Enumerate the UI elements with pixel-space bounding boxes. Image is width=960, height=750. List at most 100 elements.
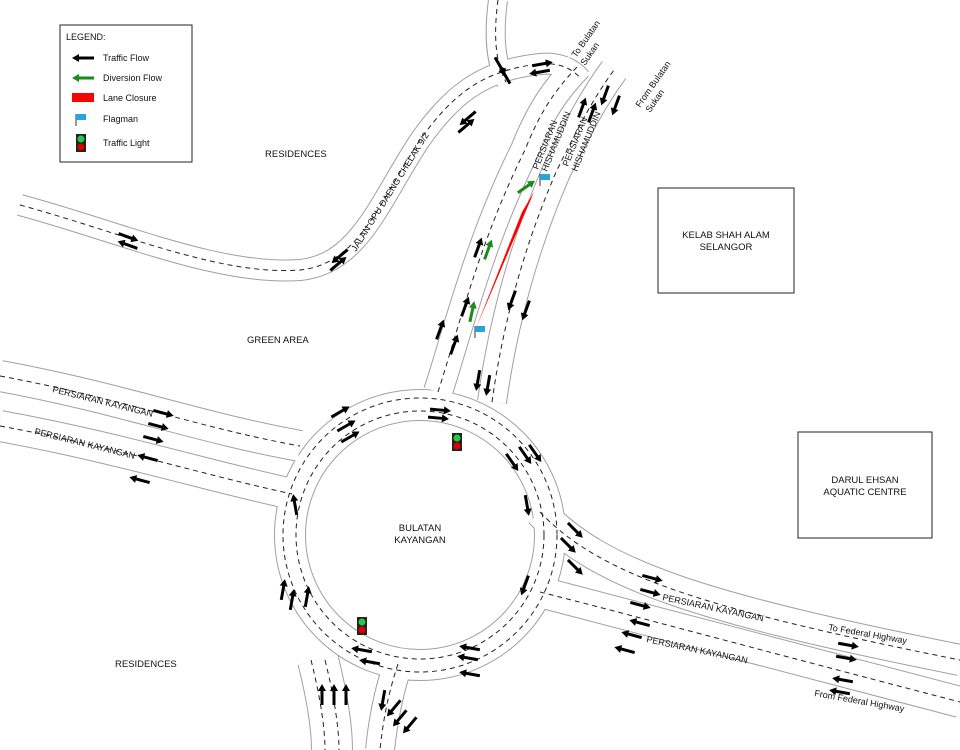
traffic-flow-arrow-icon xyxy=(147,421,169,431)
legend-traffic-flow: Traffic Flow xyxy=(103,53,150,63)
red-closure-icon xyxy=(72,93,94,102)
flagman-icon xyxy=(539,174,550,186)
green-arrow-icon xyxy=(72,74,94,82)
diversion-flow-arrow-icon xyxy=(516,180,536,194)
traffic-flow-arrow-icon xyxy=(142,434,164,444)
flag-icon xyxy=(75,114,86,126)
roundabout-ring xyxy=(275,390,565,680)
kelab-shah-alam-building xyxy=(657,187,795,294)
legend-title: LEGEND: xyxy=(66,32,106,42)
traffic-flow-arrow-icon xyxy=(152,408,174,418)
traffic-flow-arrow-icon xyxy=(129,475,151,485)
diversion-flow-arrow-icon xyxy=(483,239,494,260)
kelab-label-1: KELAB SHAH ALAM xyxy=(682,230,770,241)
legend-lane-closure: Lane Closure xyxy=(103,93,157,103)
traffic-light-icon xyxy=(76,134,86,152)
darul-label-2: AQUATIC CENTRE xyxy=(823,487,906,498)
kelab-label-2: SELANGOR xyxy=(700,242,753,253)
traffic-flow-arrow-icon xyxy=(599,85,610,106)
road-hishamuddin-south-lane-line xyxy=(491,69,615,403)
darul-ehsan-building xyxy=(797,431,933,539)
traffic-flow-arrow-icon xyxy=(392,709,408,727)
traffic-flow-arrow-icon xyxy=(520,300,531,321)
traffic-flow-arrow-icon xyxy=(118,232,139,243)
jalan-opu-label: JALAN OPU DAENG CHELAK 9/2 xyxy=(349,131,431,253)
road-north-top-lane-line xyxy=(495,0,507,83)
legend-traffic-light: Traffic Light xyxy=(103,138,150,148)
roundabout-lane-line xyxy=(295,410,545,660)
road-south-west xyxy=(298,655,352,750)
traffic-flow-arrow-icon xyxy=(427,414,449,423)
legend-flagman: Flagman xyxy=(103,114,138,124)
traffic-flow-arrow-icon xyxy=(457,118,475,134)
traffic-flow-arrow-icon xyxy=(460,296,471,317)
traffic-flow-arrow-icon xyxy=(523,494,532,516)
road-kayangan-east-lower-lane-line xyxy=(539,591,960,703)
road-kayangan-east-upper-lane-line xyxy=(539,511,960,661)
roundabout-label-2: KAYANGAN xyxy=(394,535,446,546)
traffic-flow-arrow-icon xyxy=(566,521,583,538)
traffic-flow-arrow-icon xyxy=(518,445,532,465)
road-kayangan-west-upper-lane-line xyxy=(0,375,301,447)
traffic-flow-arrow-icon xyxy=(429,406,451,415)
traffic-flow-arrow-icon xyxy=(473,369,482,391)
traffic-flow-arrow-icon xyxy=(330,406,350,419)
traffic-flow-arrow-icon xyxy=(449,334,460,355)
legend: LEGEND: Traffic Flow Diversion Flow Lane… xyxy=(59,24,193,163)
darul-label-1: DARUL EHSAN xyxy=(831,475,898,486)
traffic-flow-arrow-icon xyxy=(629,618,651,628)
traffic-flow-arrow-icon xyxy=(531,59,553,68)
traffic-flow-arrow-icon xyxy=(614,645,636,655)
lane-closure xyxy=(476,192,534,328)
legend-diversion-flow: Diversion Flow xyxy=(103,73,163,83)
traffic-flow-arrow-icon xyxy=(435,319,446,340)
traffic-flow-arrow-icon xyxy=(829,687,851,696)
traffic-flow-arrow-icon xyxy=(587,102,598,123)
traffic-flow-arrow-icon xyxy=(330,684,338,705)
traffic-flow-arrow-icon xyxy=(117,239,138,250)
traffic-flow-arrow-icon xyxy=(577,97,588,118)
traffic-flow-arrow-icon xyxy=(378,689,387,711)
traffic-flow-arrow-icon xyxy=(528,443,542,463)
traffic-light-icon xyxy=(357,617,367,635)
traffic-flow-arrow-icon xyxy=(483,374,492,396)
traffic-flow-arrow-icon xyxy=(386,699,402,717)
traffic-flow-arrow-icon xyxy=(506,290,517,311)
traffic-flow-arrow-icon xyxy=(835,654,857,663)
traffic-flow-arrow-icon xyxy=(336,420,356,433)
diversion-flow-arrow-icon xyxy=(468,301,477,323)
traffic-flow-arrow-icon xyxy=(499,65,512,85)
traffic-flow-arrow-icon xyxy=(340,431,360,444)
traffic-flow-arrow-icon xyxy=(519,575,530,596)
traffic-flow-arrow-icon xyxy=(529,68,551,77)
traffic-flow-arrow-icon xyxy=(832,675,854,684)
traffic-flow-arrow-icon xyxy=(457,653,479,662)
traffic-flow-arrow-icon xyxy=(459,669,481,678)
traffic-flow-arrow-icon xyxy=(621,630,643,640)
traffic-flow-arrow-icon xyxy=(566,558,583,575)
traffic-flow-arrow-icon xyxy=(359,657,381,666)
traffic-flow-arrow-icon xyxy=(837,641,859,650)
traffic-flow-arrow-icon xyxy=(288,589,297,611)
traffic-flow-arrow-icon xyxy=(610,95,621,116)
road-kayangan-west-lower-lane-line xyxy=(0,425,293,495)
traffic-flow-arrow-icon xyxy=(342,684,350,705)
residences-bottom-label: RESIDENCES xyxy=(115,659,177,670)
traffic-flow-arrow-icon xyxy=(279,579,288,601)
flagman-icon xyxy=(474,326,485,338)
traffic-flow-arrow-icon xyxy=(331,248,349,264)
road-south-east-lane-line xyxy=(379,663,399,750)
road-south-west-lane-line xyxy=(310,659,326,750)
traffic-flow-arrow-icon xyxy=(303,586,312,608)
traffic-flow-arrow-icon xyxy=(641,573,663,583)
traffic-flow-arrow-icon xyxy=(629,600,651,610)
traffic-light-icon xyxy=(452,433,462,451)
traffic-flow-arrow-icon xyxy=(329,256,347,272)
roundabout-lane-line xyxy=(282,397,558,673)
traffic-flow-arrow-icon xyxy=(290,494,299,516)
residences-top-label: RESIDENCES xyxy=(265,149,327,160)
traffic-flow-arrow-icon xyxy=(559,536,576,553)
black-arrow-icon xyxy=(72,54,94,62)
